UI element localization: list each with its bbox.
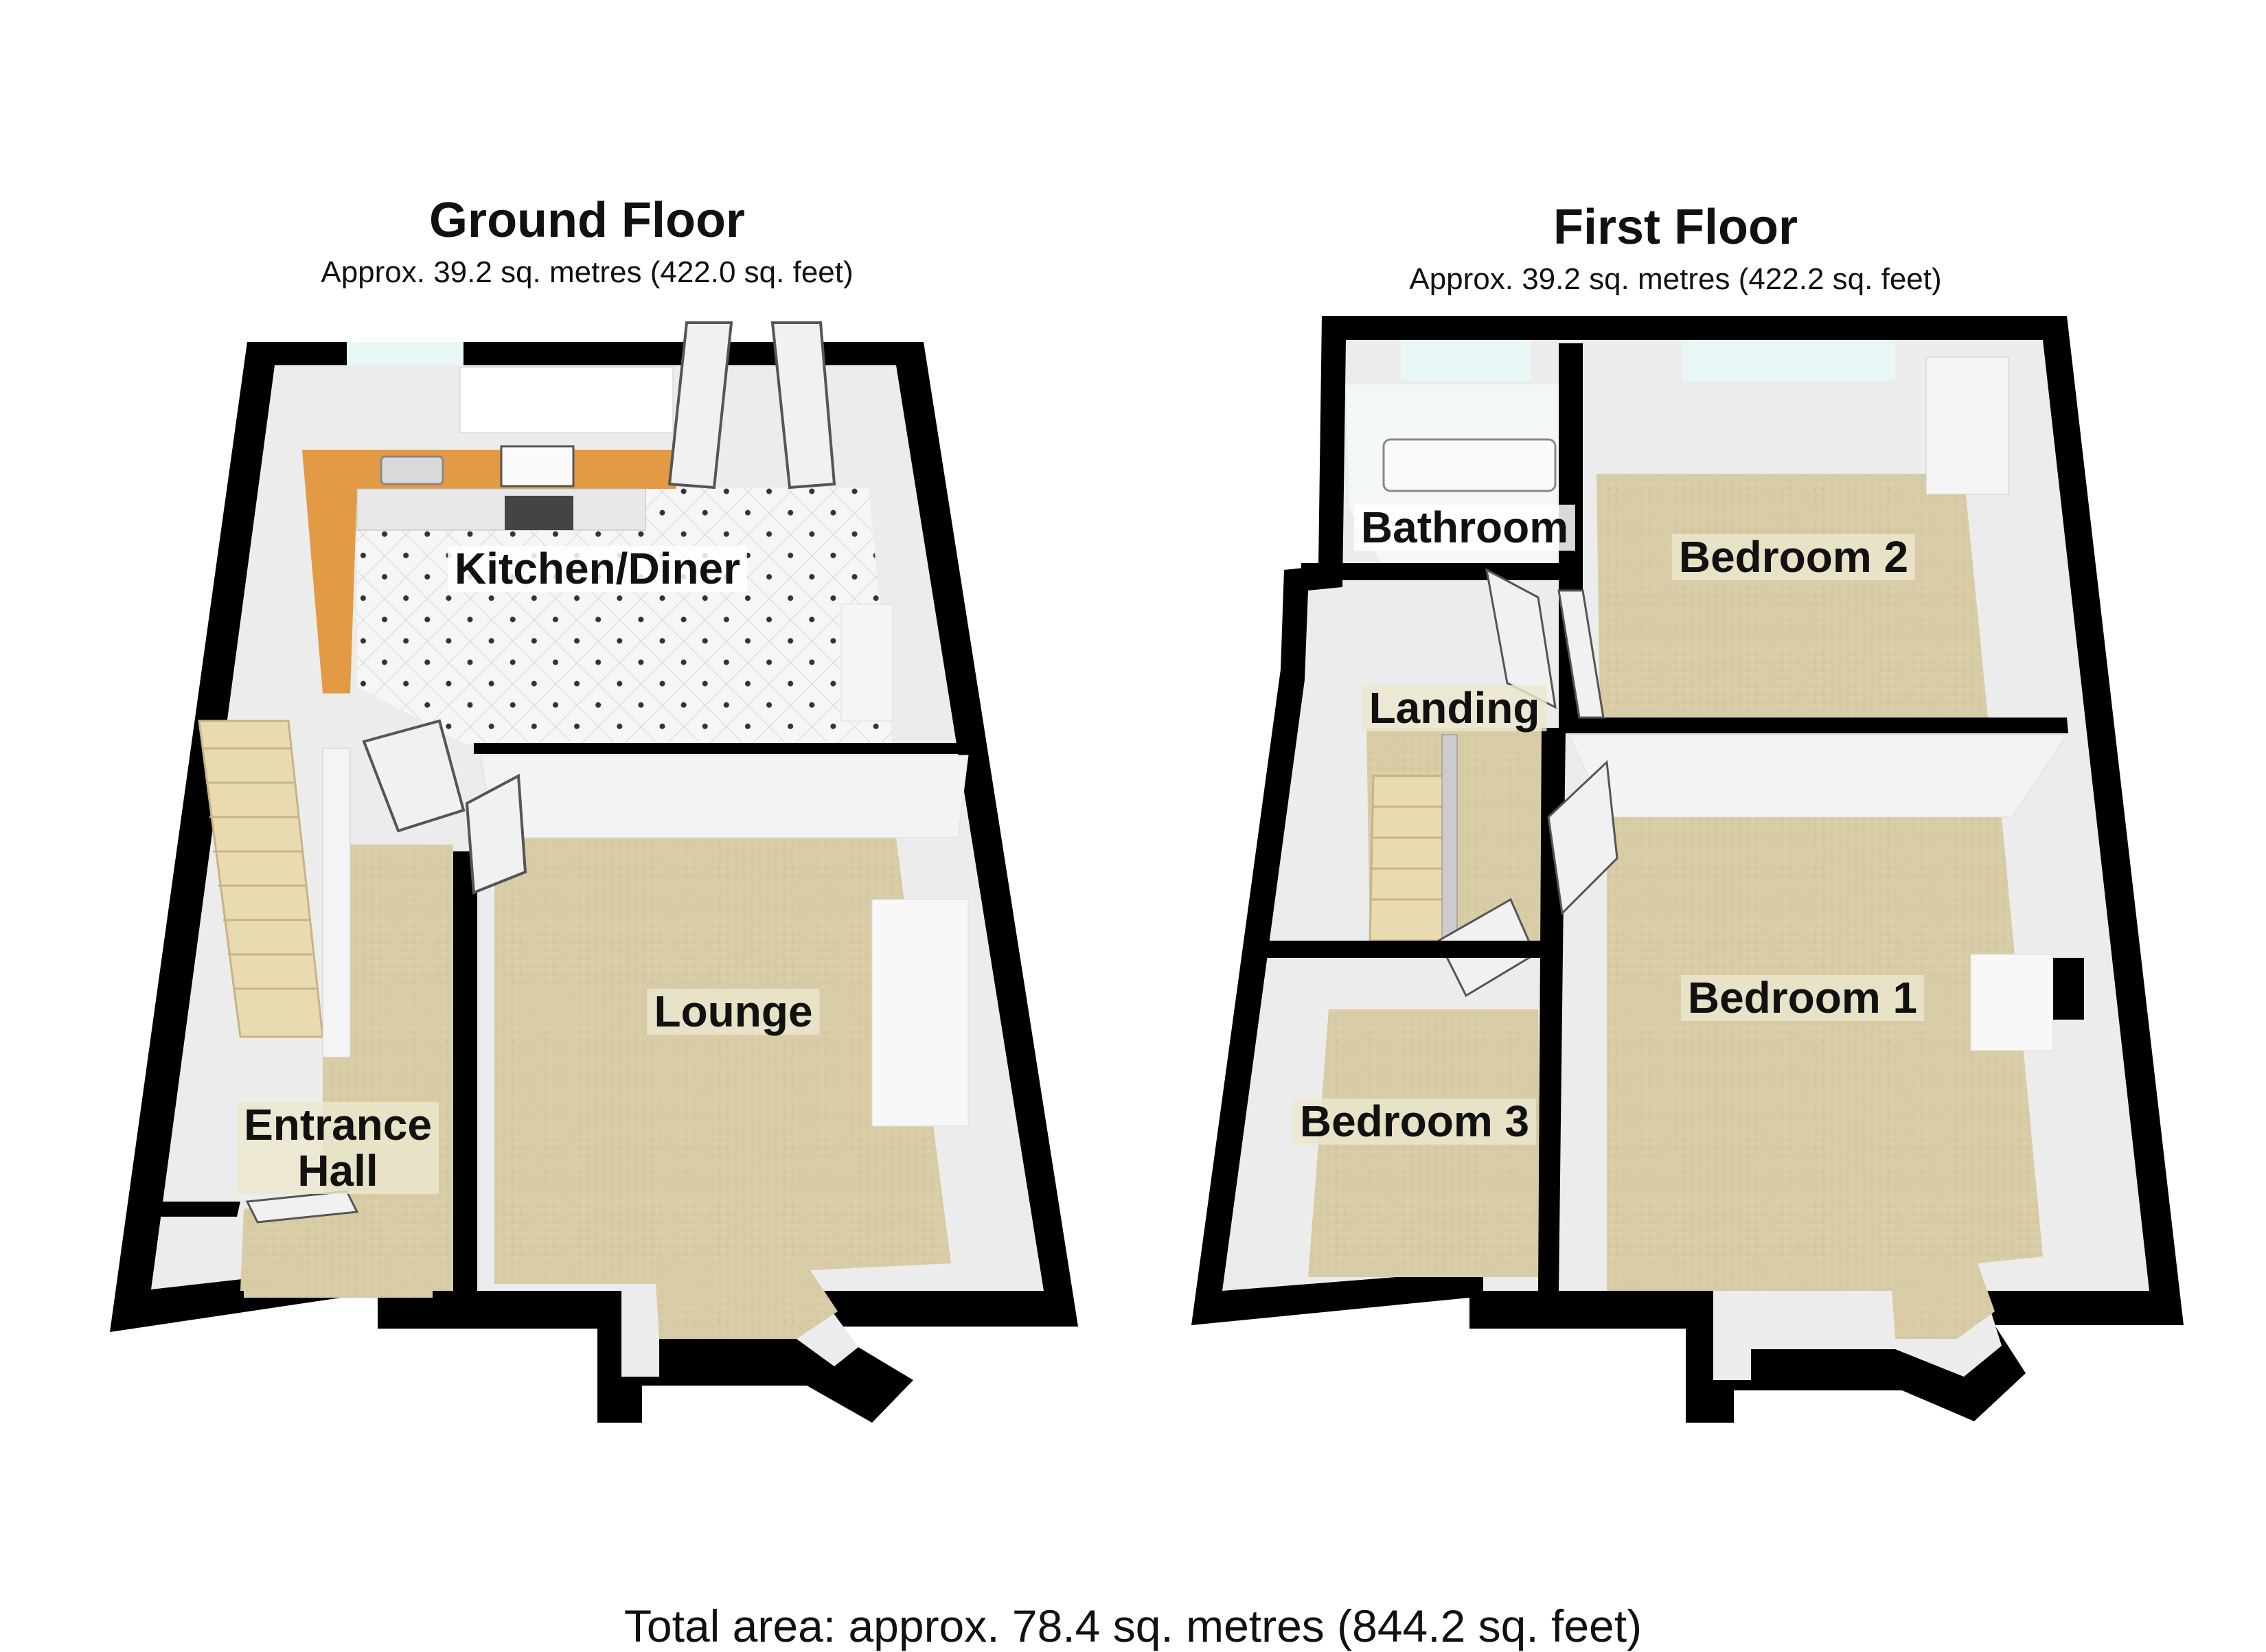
kitchen-hall-door bbox=[362, 719, 466, 833]
french-door-right bbox=[770, 321, 836, 490]
hall-stair-wall bbox=[322, 748, 351, 1058]
bedroom2-window bbox=[1682, 340, 1895, 381]
bedroom1-floor bbox=[1607, 817, 2043, 1339]
porch-floor bbox=[244, 1229, 433, 1298]
bedroom2-label: Bedroom 2 bbox=[1671, 534, 1916, 581]
lounge-chimney-breast bbox=[871, 899, 969, 1127]
kitchen-units bbox=[356, 488, 646, 531]
banister bbox=[1441, 734, 1458, 948]
bathroom-window bbox=[1401, 340, 1531, 381]
kitchen-label: Kitchen/Diner bbox=[447, 545, 748, 593]
chimney-breast-ground bbox=[840, 604, 893, 722]
bath-icon bbox=[1382, 438, 1557, 492]
bathroom-label: Bathroom bbox=[1353, 504, 1576, 551]
ground-floor-plan bbox=[110, 321, 1078, 1423]
bathroom-landing-wall bbox=[1301, 563, 1572, 580]
oven-icon bbox=[505, 496, 573, 530]
bedroom3-landing-wall bbox=[1260, 941, 1559, 958]
kitchen-window bbox=[347, 342, 464, 365]
first-stair-treads bbox=[1371, 805, 1450, 901]
ground-floor-area: Approx. 39.2 sq. metres (422.0 sq. feet) bbox=[321, 255, 854, 289]
bedroom2-bedroom1-wall bbox=[1559, 718, 2068, 733]
bathroom-door bbox=[1485, 568, 1557, 709]
hall-front-wall bbox=[141, 1202, 240, 1217]
bedroom2-wardrobe bbox=[1925, 356, 2009, 495]
bedroom3-label: Bedroom 3 bbox=[1292, 1098, 1537, 1145]
lounge-floor bbox=[494, 838, 951, 1339]
hob-icon bbox=[500, 445, 575, 487]
bedroom2-door bbox=[1557, 589, 1605, 719]
ground-stair-treads bbox=[203, 747, 316, 990]
first-floor-area: Approx. 39.2 sq. metres (422.2 sq. feet) bbox=[1409, 262, 1942, 296]
french-door-left bbox=[667, 321, 733, 490]
entrance-hall-label: Entrance Hall bbox=[237, 1100, 439, 1196]
bedroom1-chimney-breast bbox=[1970, 954, 2054, 1051]
kitchen-worktop bbox=[302, 450, 676, 693]
first-floor-plan bbox=[1191, 316, 2184, 1423]
landing-label: Landing bbox=[1362, 685, 1547, 732]
sink-icon bbox=[380, 455, 444, 485]
lounge-left-wall bbox=[453, 851, 477, 1291]
first-floor-title: First Floor bbox=[1553, 200, 1798, 255]
front-door bbox=[245, 1190, 359, 1224]
entrance-hall-label-line1: Entrance bbox=[244, 1100, 432, 1149]
total-area-caption: Total area: approx. 78.4 sq. metres (844… bbox=[623, 1601, 1643, 1651]
lounge-label: Lounge bbox=[647, 988, 820, 1035]
kitchen-wall-cupboard bbox=[459, 367, 674, 433]
bedroom2-floor bbox=[1596, 474, 1988, 718]
lounge-back-wall bbox=[480, 755, 969, 838]
bedroom1-label: Bedroom 1 bbox=[1680, 974, 1925, 1022]
lounge-kitchen-wall bbox=[474, 743, 972, 754]
ground-floor-title: Ground Floor bbox=[429, 193, 745, 248]
lounge-door bbox=[465, 773, 527, 895]
entrance-hall-label-line2: Hall bbox=[297, 1146, 378, 1196]
bedroom1-chimney-wall bbox=[2053, 958, 2084, 1020]
bedroom1-back-wall bbox=[1568, 734, 2068, 818]
first-stairs bbox=[1369, 775, 1454, 942]
bedroom1-door bbox=[1547, 759, 1618, 916]
